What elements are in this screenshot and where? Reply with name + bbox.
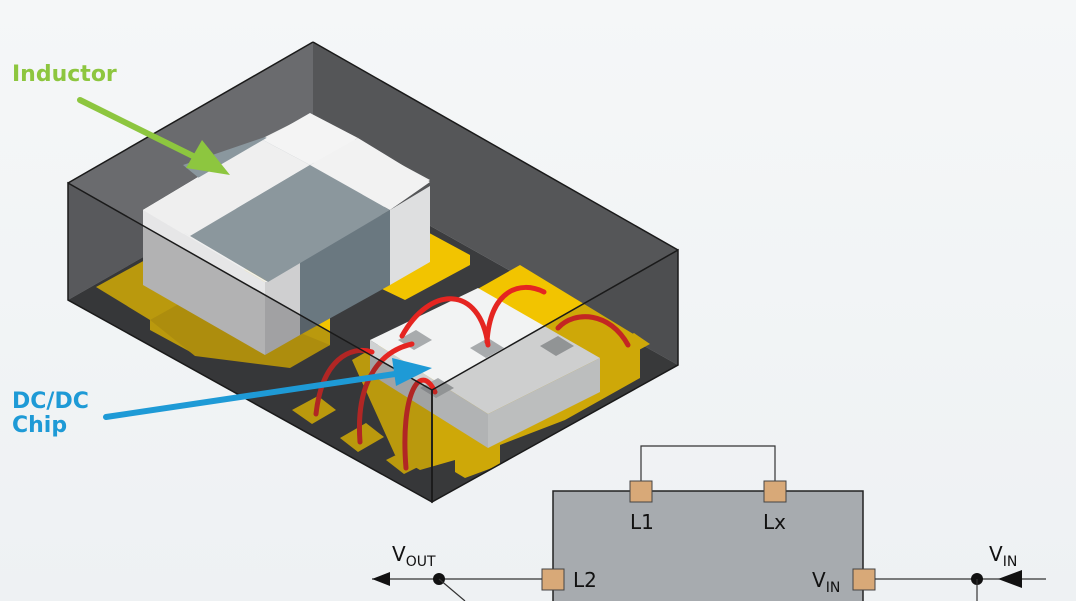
inductor-side-core <box>300 210 390 335</box>
vout-branch-wire <box>438 578 466 601</box>
vout-label: VOUT <box>392 542 436 570</box>
l1-lx-wire <box>640 445 776 484</box>
inductor-arrow <box>77 97 230 175</box>
schematic: L1 Lx L2 VIN VOUT VIN <box>372 445 1046 601</box>
chip-pad-5 <box>612 333 650 356</box>
vout-arrowhead <box>372 572 390 586</box>
pin-l1-label: L1 <box>630 510 654 534</box>
bond-wire <box>356 341 415 445</box>
bond-wires <box>313 284 631 471</box>
schematic-chip-body <box>552 490 864 601</box>
inductor-component <box>143 113 430 355</box>
bond-wire <box>555 314 631 348</box>
dcdc-arrow <box>103 358 432 420</box>
vin-label: VIN <box>989 542 1017 570</box>
pin-l2-label: L2 <box>573 568 597 592</box>
inductor-front-core <box>265 262 300 355</box>
vin-arrowhead <box>998 570 1022 588</box>
inductor-side-cap <box>390 186 430 285</box>
inductor-label: Inductor <box>12 62 117 87</box>
pin-l1 <box>629 480 653 503</box>
bond-wire <box>313 347 375 417</box>
dcdc-label-line1: DC/DC <box>12 389 89 414</box>
package-back-right-wall <box>313 42 678 365</box>
dcdc-label-line2: Chip <box>12 413 67 438</box>
bond-wire <box>402 377 438 471</box>
pin-vin <box>852 568 876 591</box>
inductor-front-left <box>143 210 265 355</box>
bond-wire <box>484 284 547 345</box>
pin-vin-label: VIN <box>812 568 840 596</box>
pin-l2 <box>541 568 565 591</box>
pin-lx-label: Lx <box>763 510 786 534</box>
pin-lx <box>763 480 787 503</box>
package-3d <box>67 41 679 504</box>
bond-wire <box>399 296 491 348</box>
